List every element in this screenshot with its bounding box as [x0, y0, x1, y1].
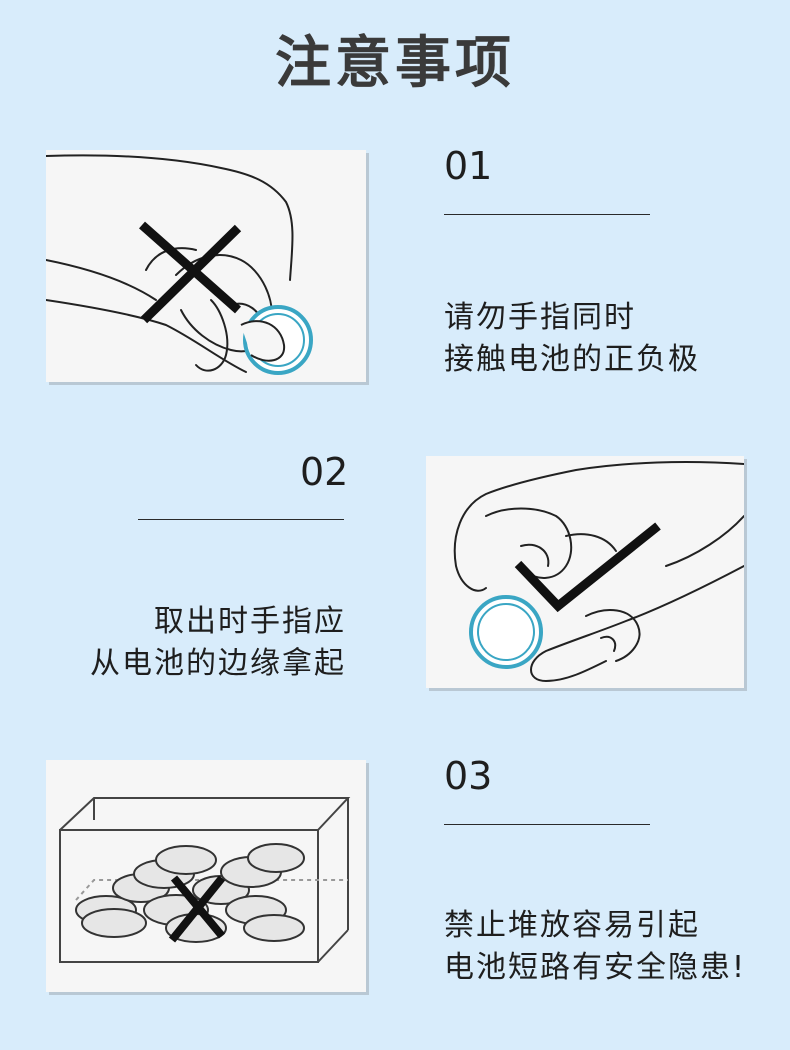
item-text-line2: 电池短路有安全隐患!: [444, 950, 747, 985]
divider: [444, 824, 650, 825]
illustration-fingers-touching-both-poles: [46, 150, 366, 382]
cross-icon: [139, 221, 242, 324]
battery-icon: [469, 595, 543, 669]
illustration-holding-battery-by-edge: [426, 456, 744, 688]
divider: [138, 519, 344, 520]
item-text-line1: 取出时手指应: [154, 604, 346, 639]
cross-icon: [168, 875, 226, 943]
item-number: 01: [444, 144, 493, 188]
check-icon: [514, 522, 661, 613]
item-number: 03: [444, 754, 493, 798]
coin-batteries: [75, 843, 305, 943]
divider: [444, 214, 650, 215]
illustration-stacked-batteries: [46, 760, 366, 992]
item-text-line1: 禁止堆放容易引起: [444, 908, 700, 943]
item-number: 02: [300, 450, 349, 494]
item-text-line2: 从电池的边缘拿起: [90, 646, 346, 681]
page-title: 注意事项: [275, 31, 515, 96]
item-text-line1: 请勿手指同时: [444, 300, 636, 335]
item-text-line2: 接触电池的正负极: [444, 342, 700, 377]
